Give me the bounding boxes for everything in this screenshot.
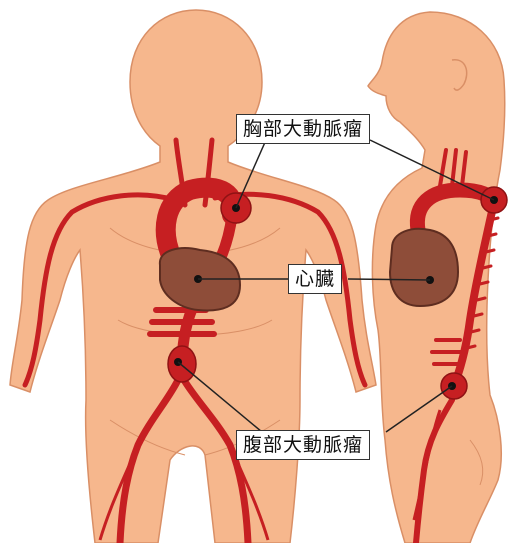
front-abdominal-aneurysm [168, 346, 196, 382]
thoracic-aneurysm-label: 胸部大動脈瘤 [236, 114, 370, 144]
heart-label: 心臓 [288, 264, 342, 294]
abdominal-aneurysm-label: 腹部大動脈瘤 [236, 430, 370, 460]
side-heart [390, 229, 458, 306]
leader-heart-side [348, 279, 430, 280]
side-body-figure [368, 12, 507, 543]
